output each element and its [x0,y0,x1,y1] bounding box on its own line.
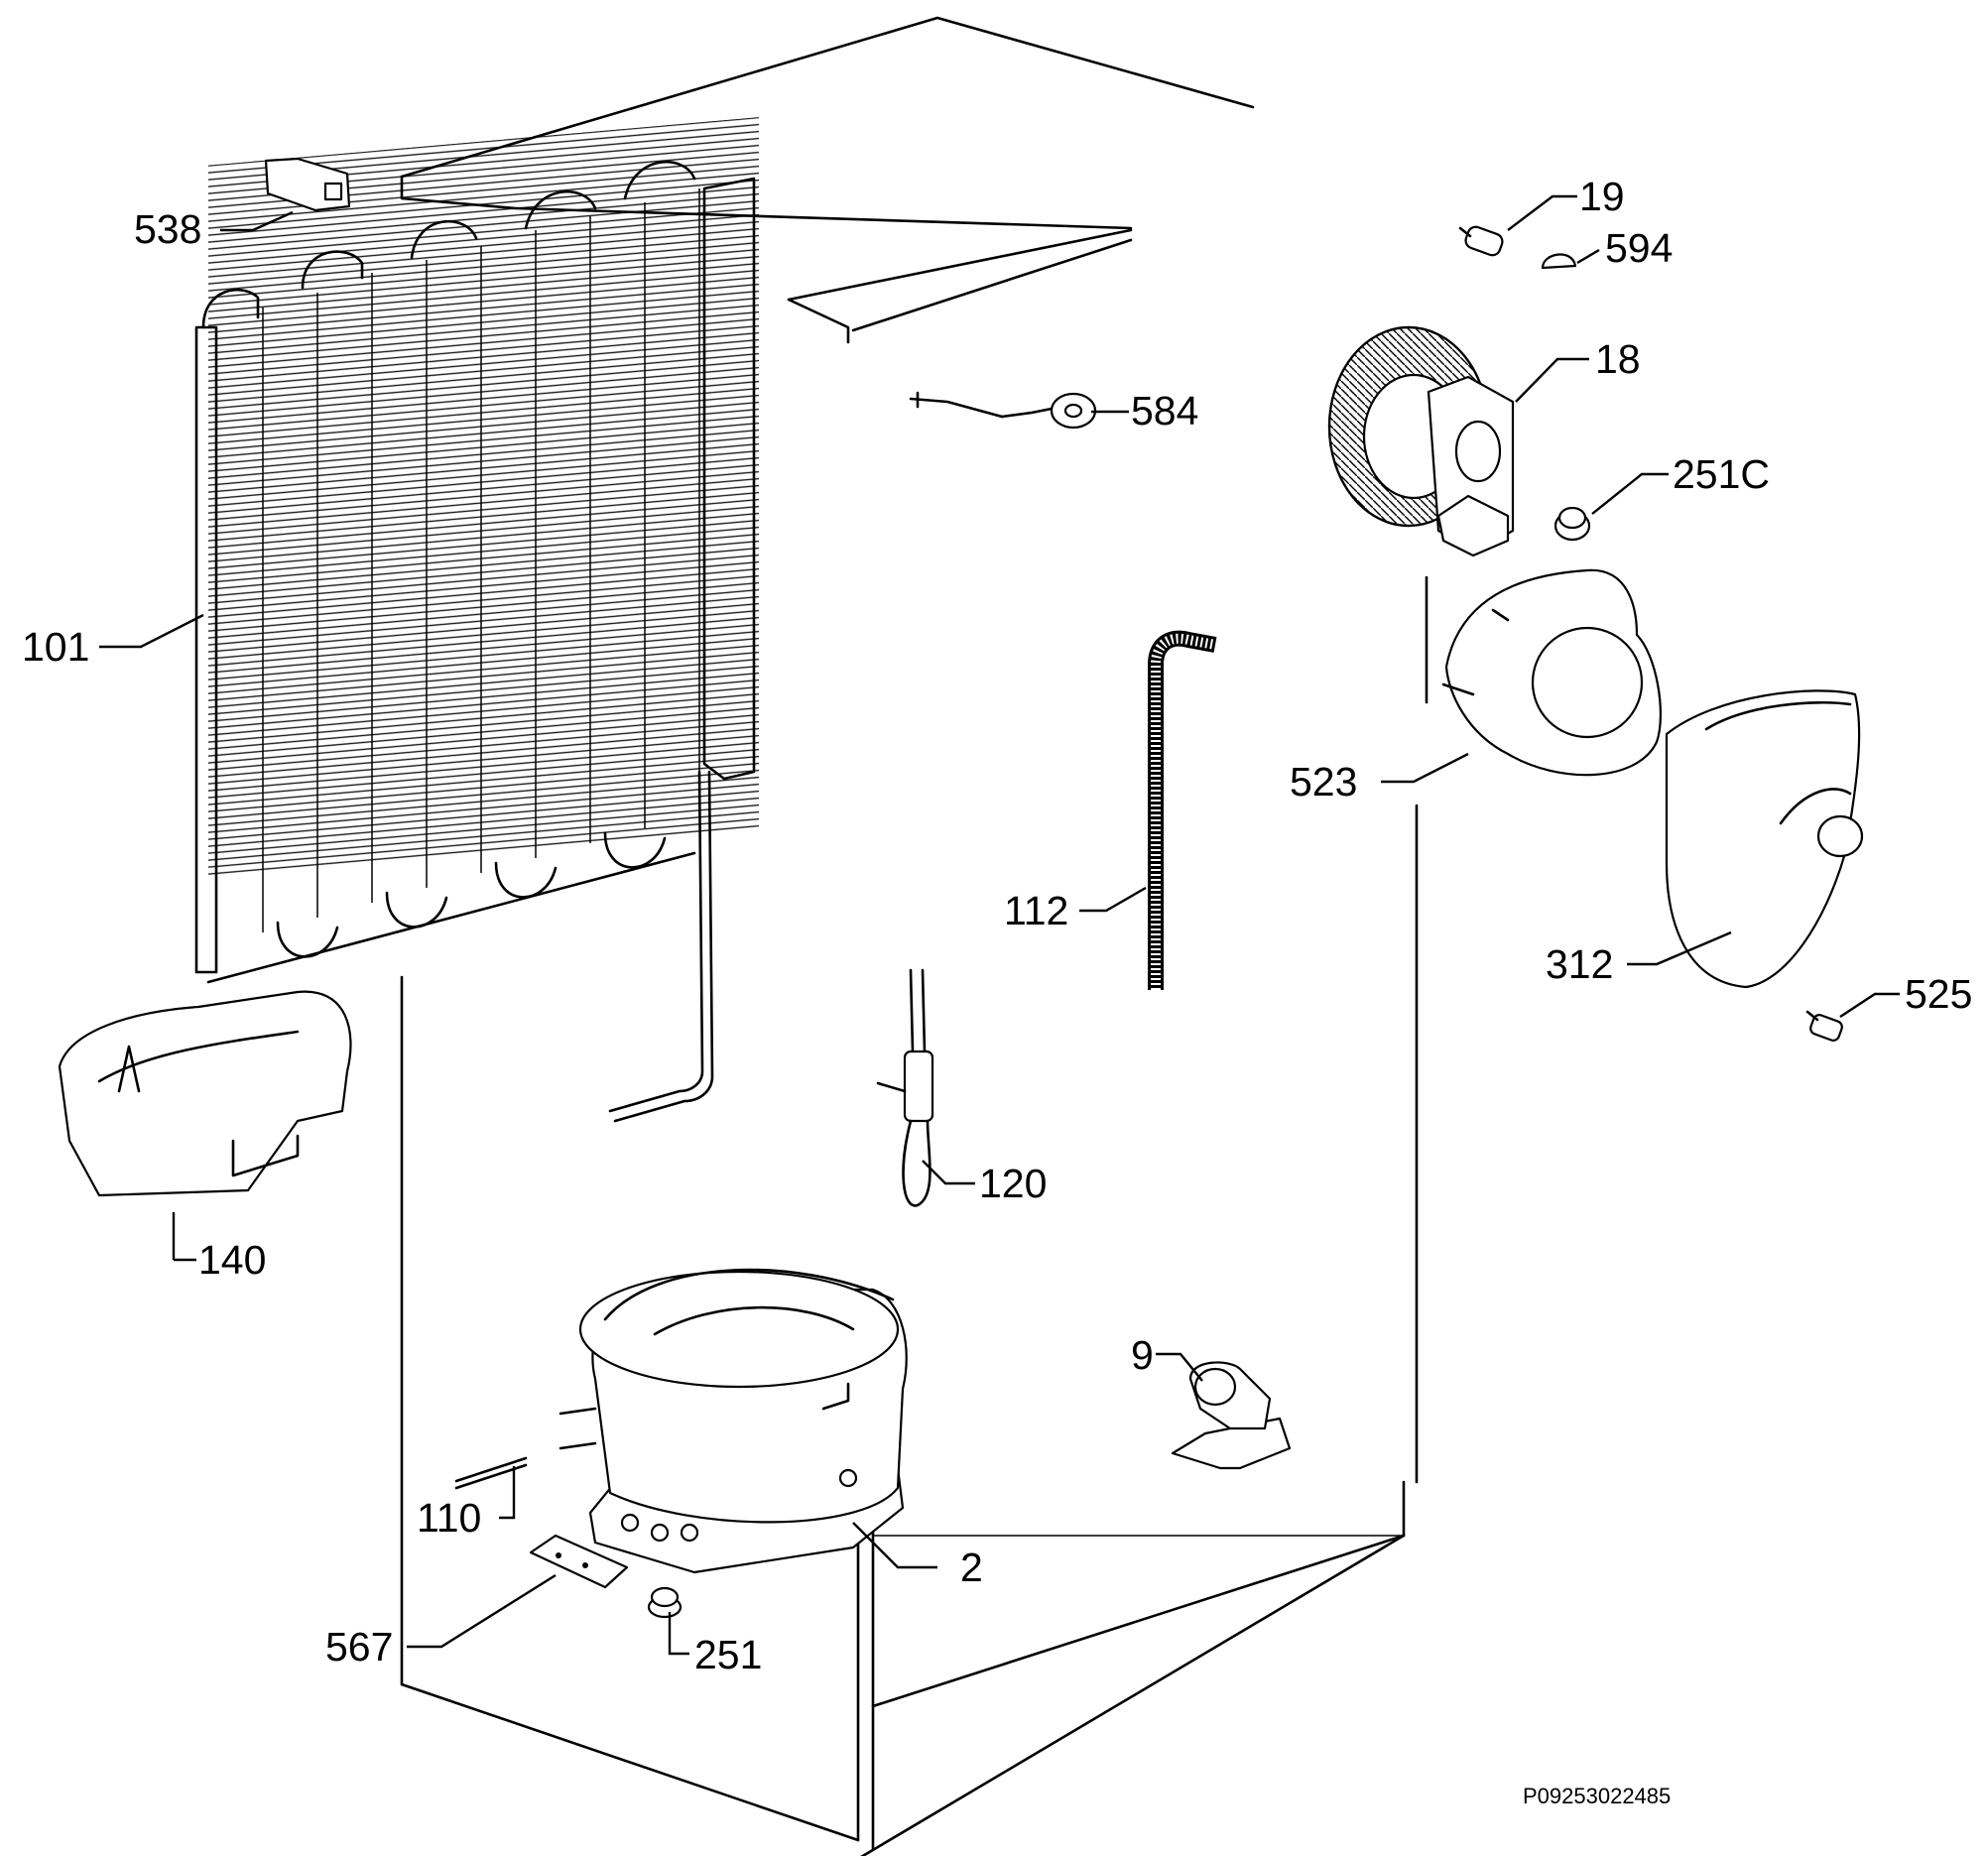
heater-120 [876,968,934,1207]
label-251: 251 [694,1632,762,1677]
label-18: 18 [1595,336,1641,382]
label-140: 140 [198,1237,266,1283]
cap-594 [1541,253,1577,270]
grommet-251c [1553,506,1591,542]
drain-hose-112 [1148,630,1217,990]
label-101: 101 [22,624,89,670]
fitting-525 [1805,1010,1843,1042]
reference-code: P09253022485 [1523,1784,1671,1808]
fan-housing-523 [1425,568,1663,777]
label-525: 525 [1905,971,1972,1017]
label-2: 2 [960,1545,983,1590]
condenser-101 [194,117,759,1123]
fan-motor-18 [1327,325,1515,557]
drain-tray-140 [58,990,352,1197]
label-110: 110 [417,1495,481,1541]
clip-9 [1171,1361,1292,1470]
label-538: 538 [134,206,201,252]
label-523: 523 [1290,759,1357,804]
connector-538 [264,157,351,212]
lamp-19 [1458,225,1504,257]
label-19: 19 [1579,174,1625,219]
label-312: 312 [1546,941,1613,987]
label-567: 567 [325,1624,393,1670]
fan-cover-312 [1665,689,1864,989]
label-251c: 251C [1673,451,1770,497]
part-labels: 538 101 140 584 112 120 110 567 251 2 9 … [22,174,1972,1808]
pin-110 [454,1456,528,1490]
label-9: 9 [1131,1332,1154,1378]
compressor-2 [559,1268,908,1574]
label-120: 120 [979,1161,1047,1206]
sensor-584 [909,391,1097,430]
label-584: 584 [1131,388,1198,433]
grommet-251 [647,1586,683,1619]
leader-lines [99,194,1900,1656]
label-594: 594 [1605,225,1673,271]
label-112: 112 [1004,888,1068,933]
plate-567 [529,1534,629,1589]
